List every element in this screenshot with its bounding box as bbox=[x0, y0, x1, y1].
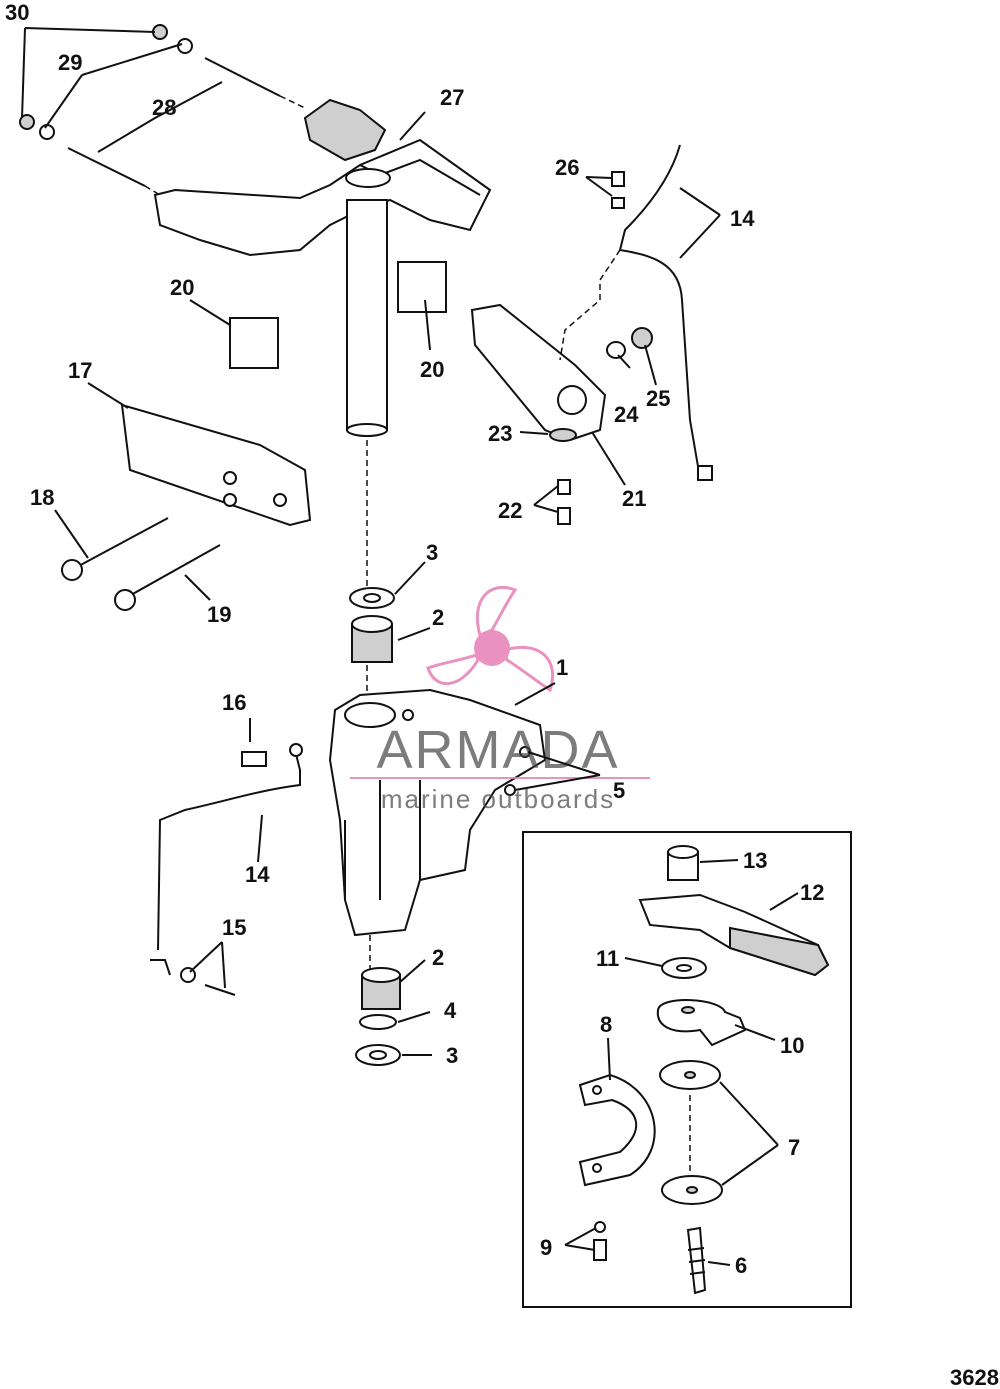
washer-nut-24-25 bbox=[606, 327, 653, 359]
lever-12 bbox=[638, 893, 830, 977]
leader-lines bbox=[21, 27, 799, 1266]
callout-11: 11 bbox=[596, 946, 619, 971]
callout-24: 24 bbox=[614, 402, 639, 427]
callout-22: 22 bbox=[498, 498, 522, 523]
callout-9: 9 bbox=[540, 1235, 552, 1260]
callout-28: 28 bbox=[152, 95, 176, 120]
wire-harness-top bbox=[618, 144, 701, 479]
callout-1: 1 bbox=[556, 655, 568, 680]
wire-dash-top bbox=[559, 249, 621, 361]
steering-handle-part bbox=[153, 98, 492, 257]
callout-30: 30 bbox=[5, 0, 29, 25]
side-bracket-part bbox=[470, 303, 607, 442]
callout-10: 10 bbox=[780, 1033, 804, 1058]
tiller-tube-part bbox=[346, 199, 388, 437]
watermark-logo bbox=[350, 585, 650, 779]
watermark-tagline: marine outboards bbox=[381, 784, 615, 814]
callout-6: 6 bbox=[735, 1253, 747, 1278]
callout-3-bottom: 3 bbox=[446, 1043, 458, 1068]
washer-3-bottom bbox=[355, 1044, 401, 1066]
diagram-id: 3628 bbox=[950, 1365, 999, 1389]
wire-connector-top bbox=[697, 465, 713, 481]
callout-15: 15 bbox=[222, 915, 246, 940]
ground-wire-left bbox=[150, 743, 303, 996]
callout-12: 12 bbox=[800, 880, 824, 905]
screws-22 bbox=[557, 479, 571, 525]
callout-16: 16 bbox=[222, 690, 246, 715]
callout-labels: 30 29 28 27 26 14 20 20 17 25 24 23 21 2… bbox=[5, 0, 824, 1278]
callout-20-right: 20 bbox=[420, 357, 444, 382]
callout-4: 4 bbox=[444, 998, 457, 1023]
callout-18: 18 bbox=[30, 485, 54, 510]
ring-4 bbox=[359, 1014, 397, 1030]
washer-11 bbox=[661, 957, 707, 979]
bushing-2-bottom bbox=[361, 967, 401, 1010]
callout-19: 19 bbox=[207, 602, 231, 627]
callout-3-top: 3 bbox=[426, 540, 438, 565]
callout-8: 8 bbox=[600, 1012, 612, 1037]
watermark-brand: ARMADA bbox=[376, 720, 619, 780]
nut-13 bbox=[667, 845, 699, 881]
plate-10 bbox=[656, 999, 747, 1047]
swivel-bracket-part bbox=[328, 688, 547, 937]
washer-3-top bbox=[349, 587, 395, 609]
callout-5: 5 bbox=[613, 778, 625, 803]
bushing-2-top bbox=[351, 615, 393, 663]
bracket-part bbox=[120, 403, 312, 527]
callout-2-bottom: 2 bbox=[432, 945, 444, 970]
callout-14-top: 14 bbox=[730, 206, 755, 231]
screws-26 bbox=[611, 171, 625, 209]
callout-25: 25 bbox=[646, 386, 670, 411]
stud-parts bbox=[67, 57, 306, 196]
spacer-23 bbox=[549, 428, 577, 442]
washers-7 bbox=[659, 1060, 723, 1205]
callout-13: 13 bbox=[743, 848, 767, 873]
callout-7: 7 bbox=[788, 1135, 800, 1160]
rubber-pad-parts bbox=[229, 261, 447, 369]
nut-washer-parts bbox=[19, 24, 193, 140]
callout-21: 21 bbox=[622, 486, 646, 511]
bracket-8 bbox=[578, 1073, 656, 1187]
callout-27: 27 bbox=[440, 85, 464, 110]
callout-23: 23 bbox=[488, 421, 512, 446]
callout-29: 29 bbox=[58, 50, 82, 75]
callout-14-left: 14 bbox=[245, 862, 270, 887]
callout-20-left: 20 bbox=[170, 275, 194, 300]
bolt-parts bbox=[61, 517, 221, 611]
bolt-6 bbox=[686, 1226, 707, 1295]
callout-2-top: 2 bbox=[432, 605, 444, 630]
callout-17: 17 bbox=[68, 358, 92, 383]
callout-26: 26 bbox=[555, 155, 579, 180]
inset-frame bbox=[522, 831, 852, 1308]
